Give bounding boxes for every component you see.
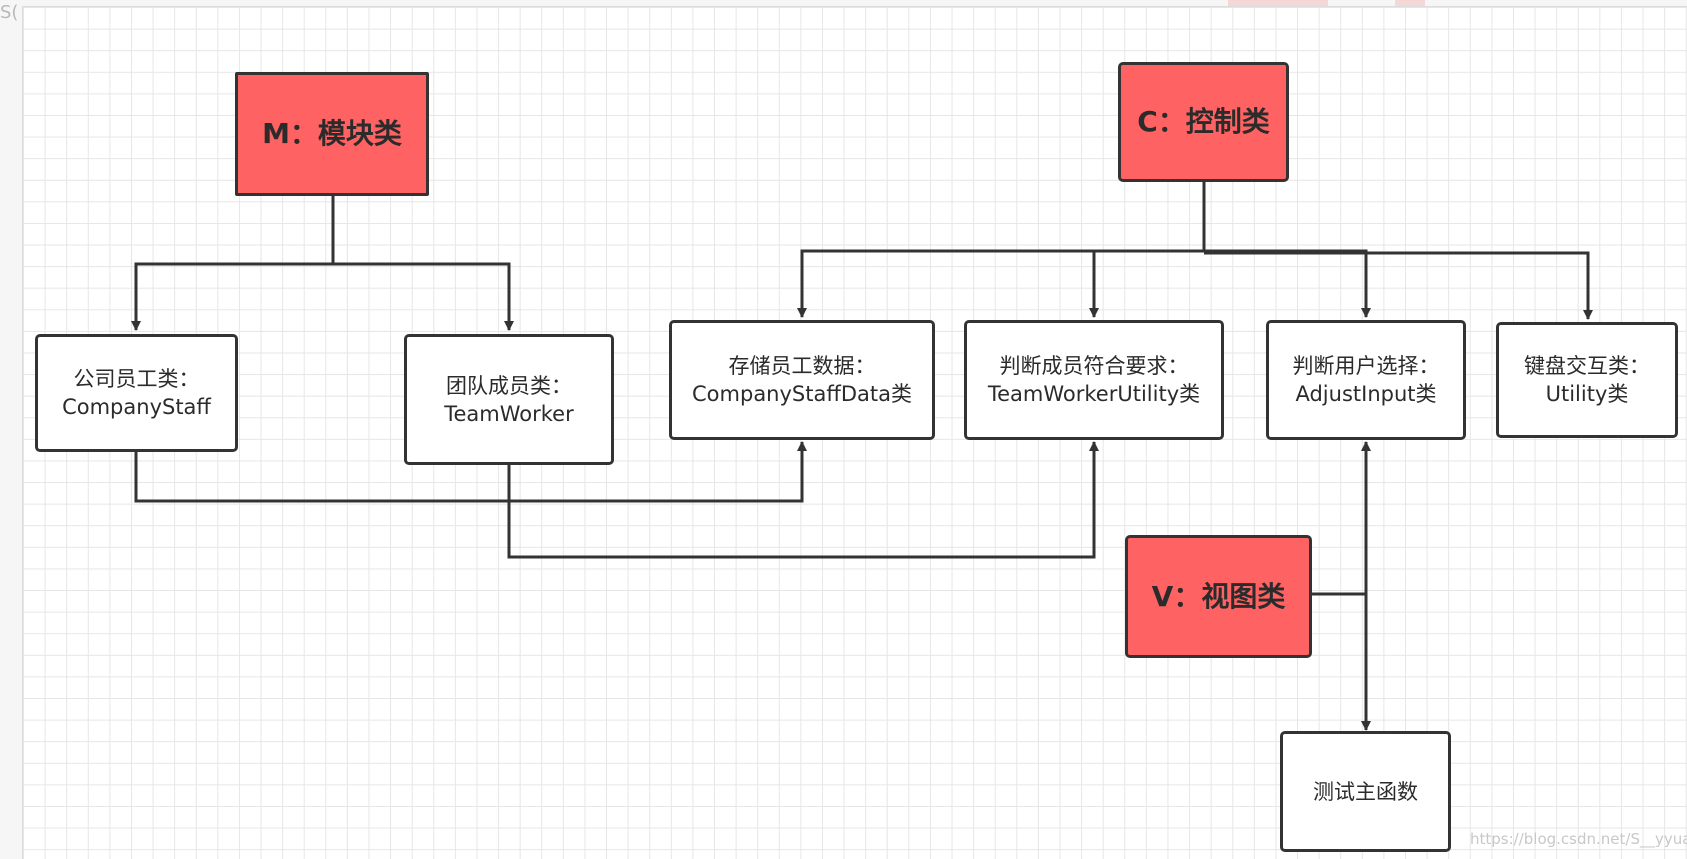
- watermark-text: https://blog.csdn.net/S__yyuan: [1470, 830, 1687, 848]
- control-class-title: C：控制类: [1137, 105, 1270, 138]
- connector-control-to-companystaffdata: [797, 249, 1204, 318]
- utility-label-1: 键盘交互类：: [1524, 354, 1650, 378]
- model-class-box[interactable]: M：模块类: [235, 72, 429, 196]
- top-edge-highlight-small: [1395, 0, 1425, 6]
- teamworkerutility-label-1: 判断成员符合要求：: [999, 354, 1189, 378]
- teamworker-label-2: TeamWorker: [444, 401, 574, 426]
- connector-model-to-teamworker: [333, 262, 514, 331]
- adjustinput-class-box[interactable]: 判断用户选择： AdjustInput类: [1266, 320, 1466, 440]
- control-class-box[interactable]: C：控制类: [1118, 62, 1289, 182]
- utility-label-2: Utility类: [1545, 382, 1629, 406]
- teamworkerutility-label-2: TeamWorkerUtility类: [987, 382, 1201, 406]
- teamworker-label-1: 团队成员类：: [446, 373, 572, 398]
- view-class-title: V：视图类: [1151, 579, 1286, 613]
- connector-companystaff-to-companystaffdata: [134, 441, 807, 503]
- connector-control-to-adjustinput: [1204, 249, 1371, 318]
- companystaff-class-box[interactable]: 公司员工类： CompanyStaff: [35, 334, 238, 452]
- test-main-label: 测试主函数: [1313, 779, 1418, 804]
- top-edge-highlight: [1228, 0, 1328, 6]
- connector-model-to-companystaff: [131, 262, 333, 331]
- connector-teamworker-to-teamworkerutility: [507, 441, 1099, 559]
- companystaffdata-label-1: 存储员工数据：: [728, 354, 876, 378]
- connector-control-to-utility: [1204, 251, 1593, 320]
- corner-text: S(: [0, 2, 19, 23]
- companystaffdata-class-box[interactable]: 存储员工数据： CompanyStaffData类: [669, 320, 935, 440]
- connector-control-to-teamworkerutility: [1089, 249, 1204, 318]
- view-class-box[interactable]: V：视图类: [1125, 535, 1312, 658]
- teamworker-class-box[interactable]: 团队成员类： TeamWorker: [404, 334, 614, 465]
- companystaffdata-label-2: CompanyStaffData类: [692, 382, 912, 406]
- test-main-box[interactable]: 测试主函数: [1280, 731, 1451, 852]
- companystaff-label-1: 公司员工类：: [73, 367, 200, 391]
- teamworkerutility-class-box[interactable]: 判断成员符合要求： TeamWorkerUtility类: [964, 320, 1224, 440]
- utility-class-box[interactable]: 键盘交互类： Utility类: [1496, 322, 1678, 438]
- adjustinput-label-2: AdjustInput类: [1295, 382, 1437, 406]
- companystaff-label-2: CompanyStaff: [62, 395, 211, 419]
- adjustinput-label-1: 判断用户选择：: [1292, 354, 1440, 378]
- model-class-title: M：模块类: [262, 117, 402, 150]
